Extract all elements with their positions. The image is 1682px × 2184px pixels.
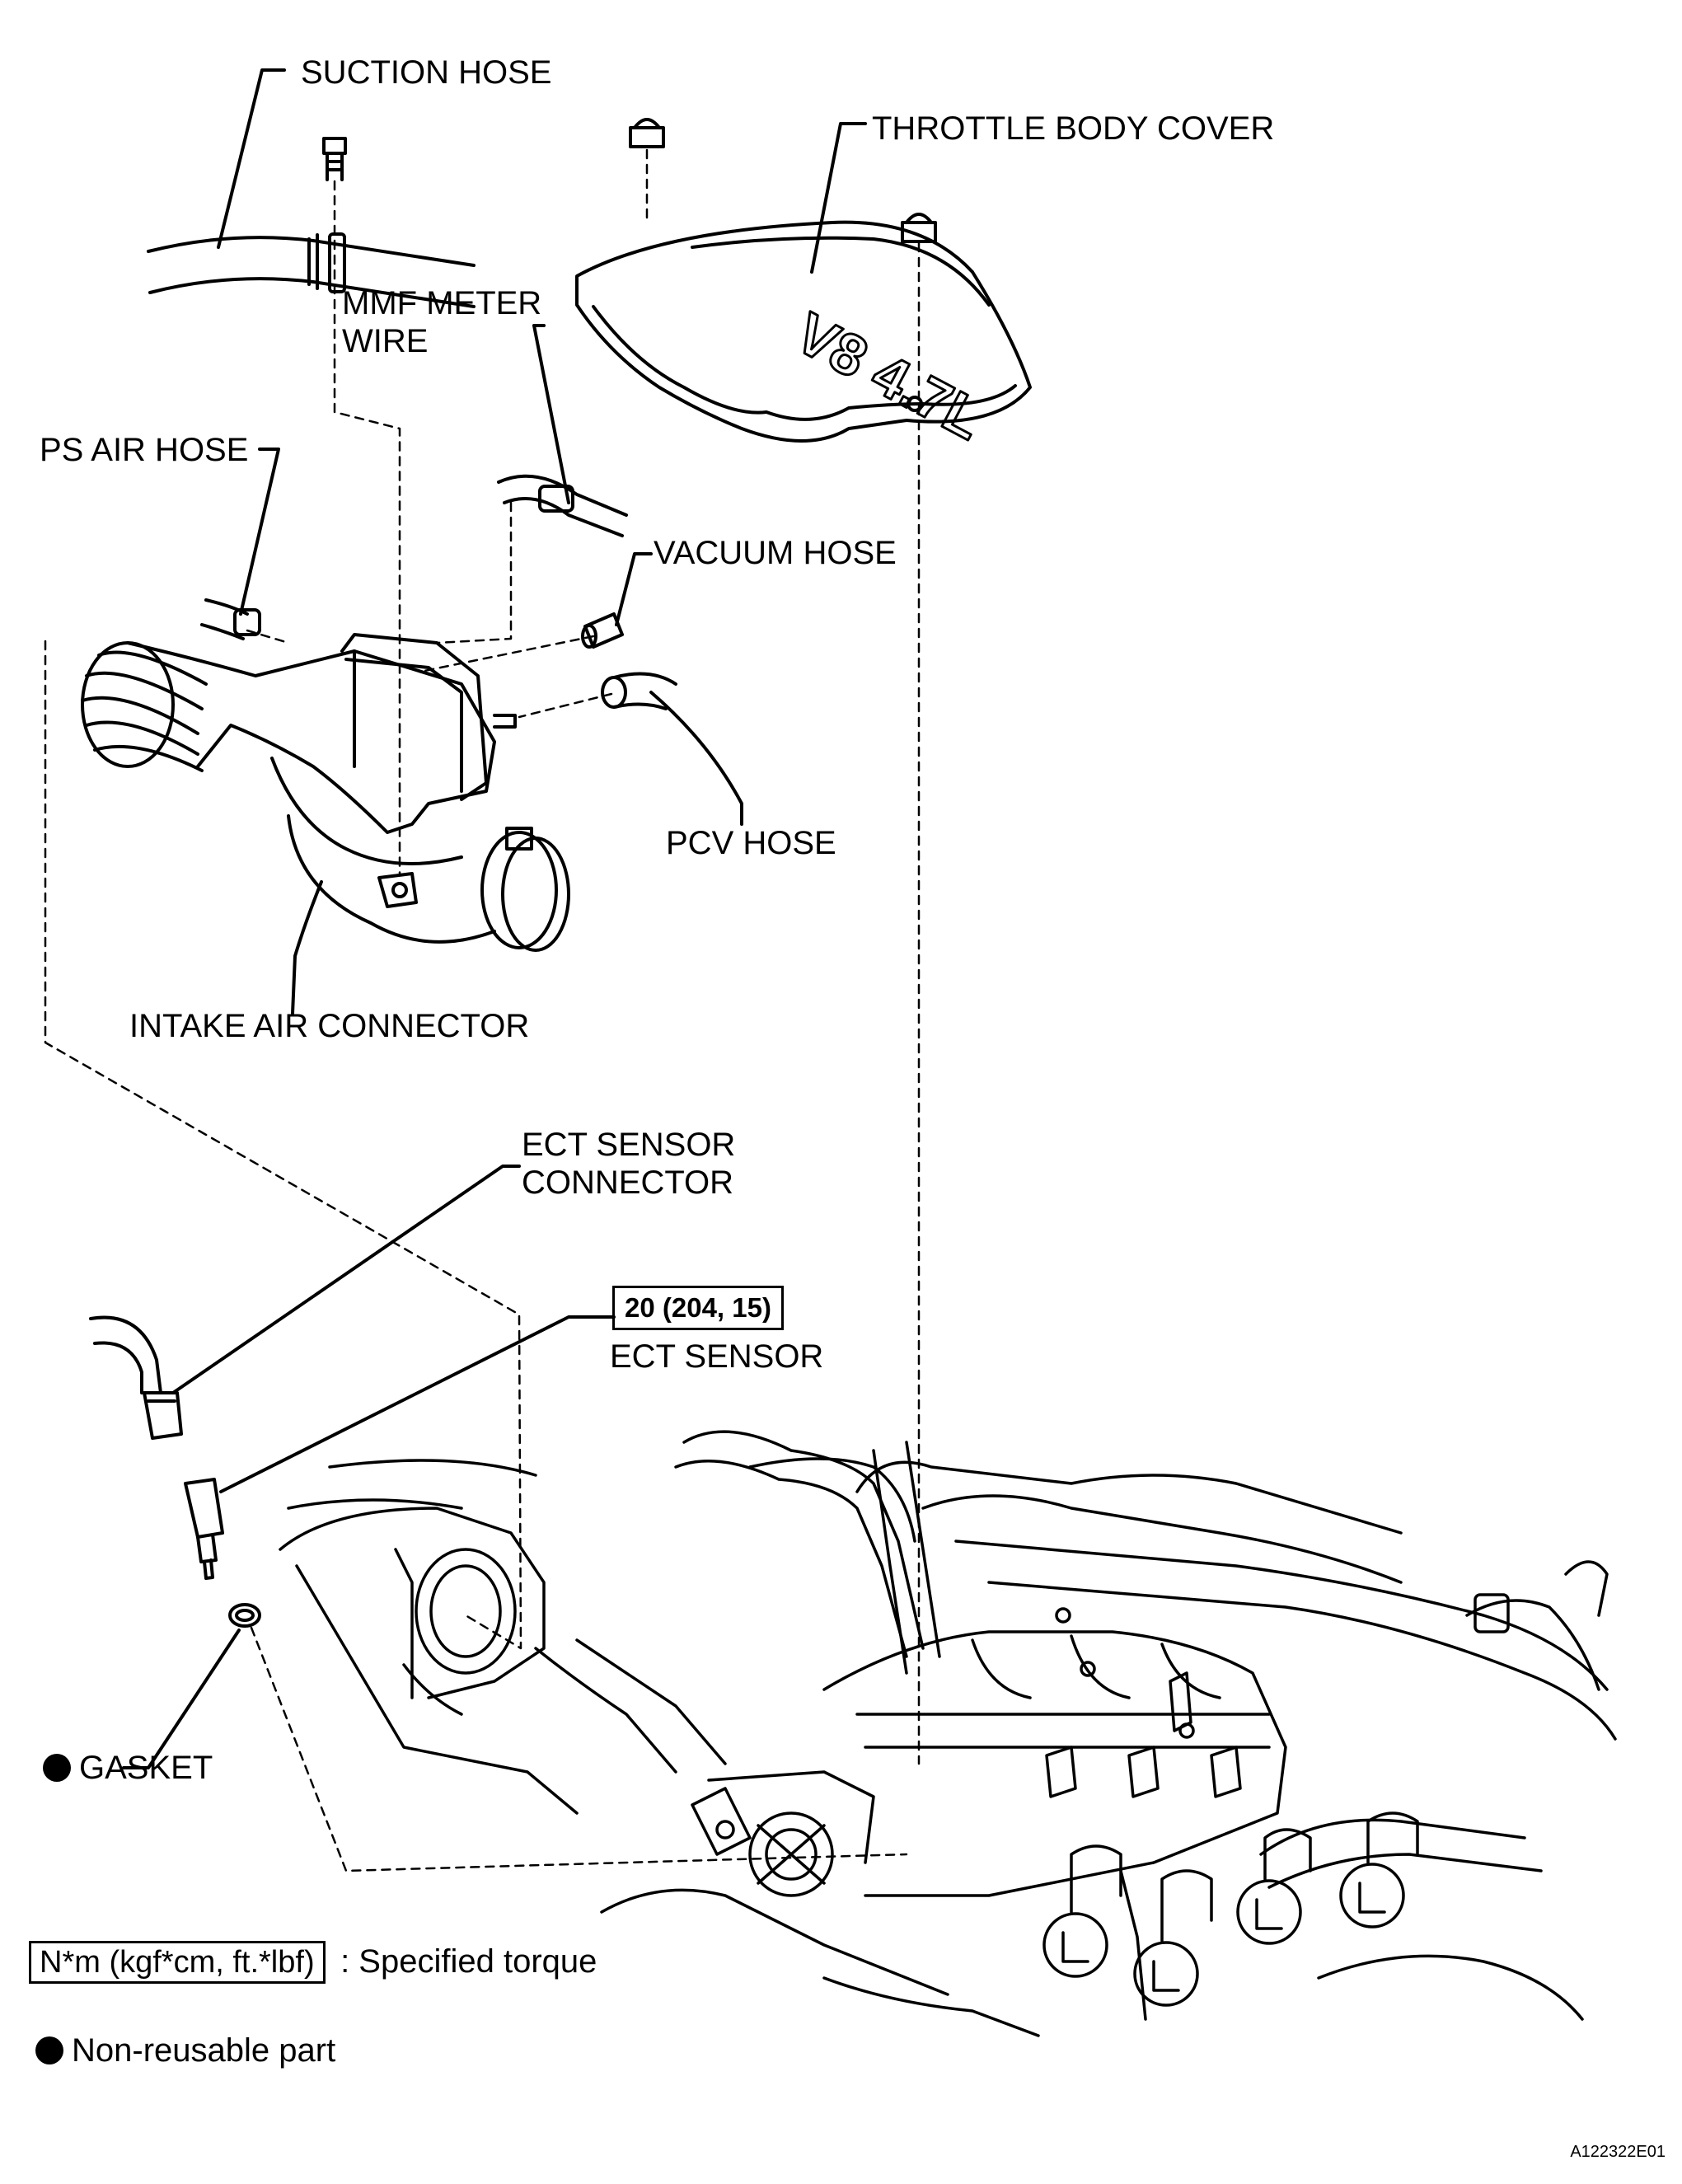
vacuum-hose-leader — [615, 552, 653, 626]
throttle-body-cover: V8 4.7L — [575, 220, 1032, 453]
legend-non-reusable-text: Non-reusable part — [72, 2032, 336, 2069]
label-ect-sensor-connector-line1: ECT SENSOR — [522, 1127, 736, 1163]
label-mmf-meter-wire-line1: MMF METER — [342, 285, 542, 321]
cover-badge-text: V8 4.7L — [785, 300, 994, 452]
ect-sensor-connector — [89, 1315, 183, 1440]
intake-air-connector — [81, 633, 570, 952]
figure-id: A122322E01 — [1570, 2143, 1666, 2161]
cover-nut-left — [629, 118, 665, 148]
intake-air-connector-leader — [291, 880, 323, 1015]
label-gasket-text: GASKET — [79, 1750, 213, 1786]
label-throttle-body-cover: THROTTLE BODY COVER — [872, 110, 1275, 147]
label-ect-sensor-connector-line2: CONNECTOR — [522, 1165, 734, 1201]
suction-hose-bolt — [322, 137, 347, 181]
vacuum-hose — [581, 612, 624, 649]
suction-hose-leader — [217, 68, 286, 249]
torque-ect-sensor: 20 (204, 15) — [612, 1286, 784, 1330]
pcv-hose-leader — [649, 691, 743, 826]
mmf-meter-wire — [497, 474, 628, 537]
ect-sensor-leader — [219, 1315, 616, 1493]
legend-non-reusable: Non-reusable part — [35, 2032, 335, 2069]
non-reusable-bullet-icon — [43, 1754, 71, 1782]
engine-assembly — [279, 1430, 1617, 2037]
label-suction-hose: SUCTION HOSE — [301, 54, 552, 91]
legend-torque-unit-box: N*m (kgf*cm, ft.*lbf) — [29, 1941, 326, 1984]
suction-hose — [147, 232, 476, 308]
mmf-meter-wire-leader — [532, 324, 570, 504]
legend-torque-desc: : Specified torque — [340, 1943, 597, 1980]
legend: N*m (kgf*cm, ft.*lbf) : Specified torque — [29, 1941, 597, 1984]
label-ect-sensor: ECT SENSOR — [610, 1338, 824, 1375]
gasket-leader — [122, 1629, 241, 1769]
label-ect-sensor-connector: ECT SENSOR CONNECTOR — [522, 1126, 735, 1202]
label-pcv-hose: PCV HOSE — [666, 825, 836, 861]
legend-bullet-icon — [35, 2036, 63, 2064]
label-gasket: GASKET — [43, 1749, 213, 1787]
ect-sensor-part — [184, 1478, 224, 1580]
installation-guides — [44, 148, 921, 1872]
throttle-cover-leader — [810, 122, 867, 274]
gasket-part — [228, 1603, 261, 1628]
label-mmf-meter-wire-line2: WIRE — [342, 323, 429, 359]
ect-connector-leader — [171, 1165, 521, 1394]
cover-nut-right — [901, 213, 937, 243]
label-mmf-meter-wire: MMF METER WIRE — [342, 284, 541, 360]
label-intake-air-connector: INTAKE AIR CONNECTOR — [129, 1008, 530, 1044]
label-vacuum-hose: VACUUM HOSE — [654, 535, 897, 571]
ps-air-hose — [200, 598, 261, 640]
label-ps-air-hose: PS AIR HOSE — [40, 432, 249, 468]
pcv-hose — [601, 672, 677, 710]
ps-air-hose-leader — [239, 448, 280, 616]
